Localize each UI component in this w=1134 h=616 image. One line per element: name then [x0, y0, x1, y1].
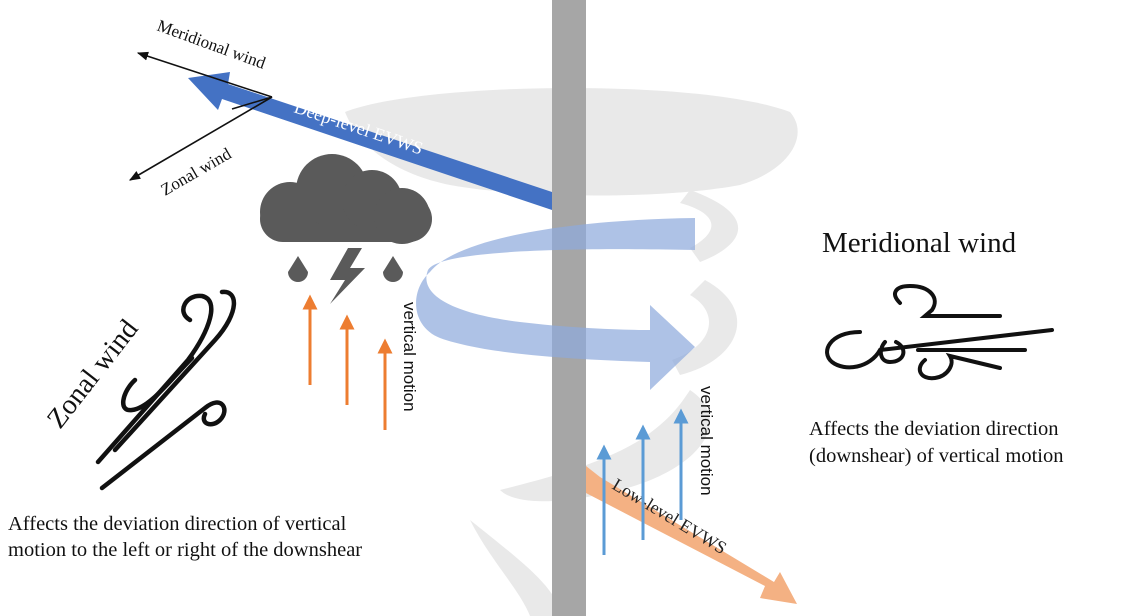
zonal-caption: Affects the deviation direction of verti… — [8, 511, 362, 563]
meridional-title: Meridional wind — [822, 227, 1017, 259]
low-shear-arrow — [586, 466, 797, 604]
zonal-title: Zonal wind — [41, 314, 144, 434]
axis-zonal-label: Zonal wind — [158, 144, 235, 200]
meridional-caption: Affects the deviation direction (downshe… — [809, 416, 1063, 470]
zonal-caption-line2: motion to the left or right of the downs… — [8, 539, 363, 561]
thunderstorm-cloud-icon — [260, 154, 432, 304]
central-axis-top — [552, 0, 586, 200]
vertical-motion-label-right: vertical motion — [697, 386, 716, 496]
zonal-caption-line1: Affects the deviation direction of verti… — [8, 513, 347, 535]
meridional-caption-line2: (downshear) of vertical motion — [809, 445, 1064, 467]
spiral-band — [416, 218, 695, 390]
deep-shear-arrow — [188, 72, 552, 210]
vertical-motion-label-left: vertical motion — [400, 302, 419, 412]
meridional-caption-line1: Affects the deviation direction — [809, 418, 1059, 440]
wind-gust-icon — [95, 289, 237, 491]
wind-icon — [825, 283, 1054, 381]
vertical-motion-arrows-left — [302, 294, 393, 430]
vertical-motion-arrows-right — [596, 408, 689, 555]
central-axis-lower — [552, 380, 586, 616]
wind-axes — [129, 51, 273, 181]
